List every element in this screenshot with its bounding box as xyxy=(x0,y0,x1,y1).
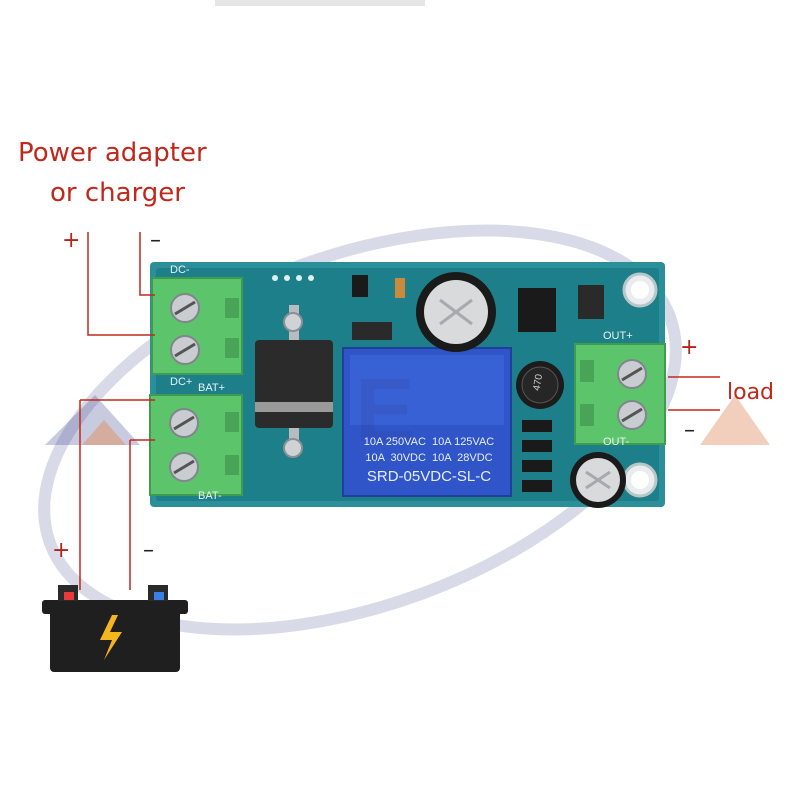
battery-plus-symbol: + xyxy=(52,538,71,563)
relay-top-panel xyxy=(350,355,504,425)
relay-model: SRD-05VDC-SL-C xyxy=(366,468,492,485)
power-diode xyxy=(255,305,333,458)
smd-1 xyxy=(522,420,552,432)
smd-3 xyxy=(522,460,552,472)
watermark-triangle-accent xyxy=(82,420,126,445)
terminal-block-dc xyxy=(151,277,243,375)
top-strip xyxy=(215,0,425,6)
terminal-block-bat xyxy=(149,394,243,496)
label-power-adapter: Power adapter xyxy=(18,138,207,168)
terminal-block-out xyxy=(574,343,666,445)
battery-minus-symbol: – xyxy=(143,538,154,563)
led xyxy=(395,278,405,298)
load-plus-symbol: + xyxy=(680,335,699,360)
label-or-charger: or charger xyxy=(50,178,185,208)
capacitor-small xyxy=(570,452,626,508)
small-diode xyxy=(352,322,392,340)
smd-resistor xyxy=(352,275,368,297)
label-load: load xyxy=(727,380,775,405)
watermark-triangle-left xyxy=(45,395,140,445)
silk-out-plus: OUT+ xyxy=(603,330,633,342)
smd-2 xyxy=(522,440,552,452)
silk-dc-minus: DC- xyxy=(170,264,190,276)
battery-icon xyxy=(42,585,188,672)
smd-4 xyxy=(522,480,552,492)
watermark-triangle-right xyxy=(700,395,770,445)
ic-chip xyxy=(518,288,556,332)
silk-dc-plus: DC+ xyxy=(170,376,193,388)
power-plus-symbol: + xyxy=(62,228,81,253)
capacitor-large xyxy=(416,272,496,352)
silk-out-minus: OUT- xyxy=(603,436,630,448)
power-minus-symbol: – xyxy=(150,228,161,253)
relay-rating-line1: 10A 250VAC 10A 125VAC xyxy=(363,436,495,448)
wiring xyxy=(79,232,720,590)
inductor xyxy=(516,361,564,409)
watermark-letter: E xyxy=(355,361,416,461)
relay-rating-line2: 10A 30VDC 10A 28VDC xyxy=(365,452,493,464)
transistor xyxy=(578,285,604,319)
load-minus-symbol: – xyxy=(684,418,695,443)
silk-bat-plus: BAT+ xyxy=(198,382,226,394)
silk-bat-minus: BAT- xyxy=(198,490,222,502)
